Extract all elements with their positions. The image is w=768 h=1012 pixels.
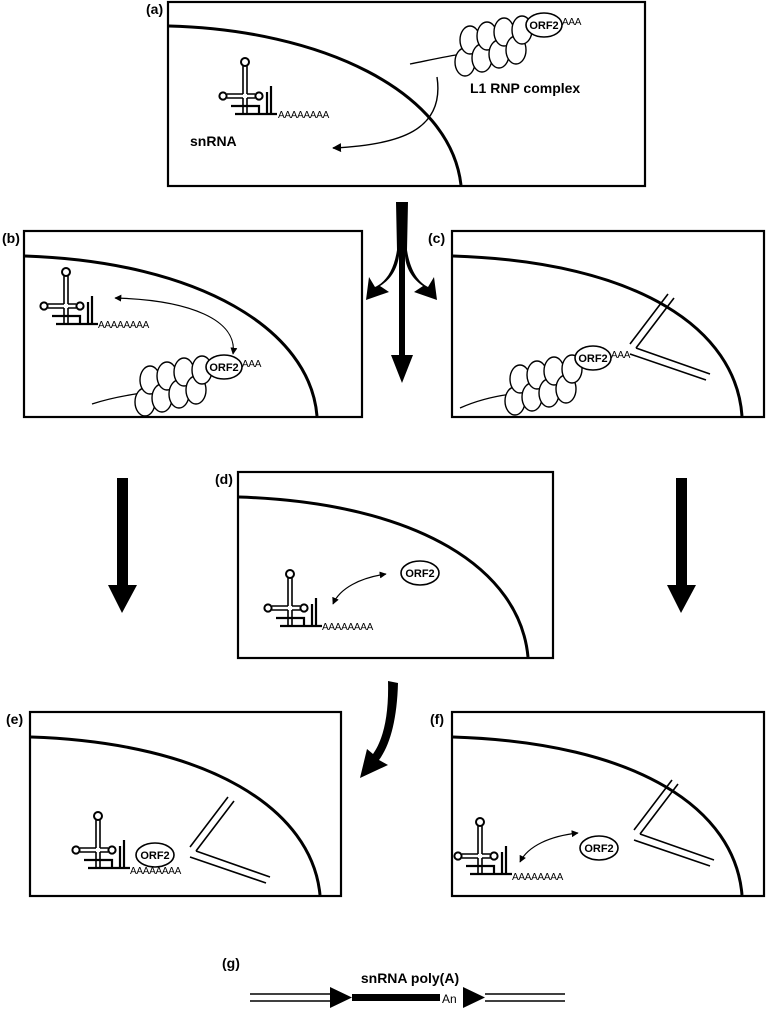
ribosome-cluster (504, 354, 583, 416)
arrow-c-to-f (667, 478, 696, 613)
panel-e-label: (e) (6, 711, 23, 727)
panel-d: (d) AAAAAAAA ORF2 (215, 470, 555, 660)
snrna-gene-body (352, 994, 440, 1001)
l1-rnp-label: L1 RNP complex (470, 80, 580, 96)
snrna-label: snRNA (190, 133, 237, 149)
nuclear-envelope (452, 735, 744, 896)
dna-strands (629, 293, 711, 381)
arrow-d-to-e (360, 681, 398, 778)
nuclear-envelope (30, 735, 322, 896)
flank-right (485, 993, 565, 1002)
snrna-polya-tail: AAAAAAAA (278, 110, 330, 121)
snrna-structure (39, 266, 100, 326)
ribosome-cluster (134, 355, 213, 417)
panel-a: (a) AAAAAAAA snRNA ORF2 AAA L1 RNP compl… (146, 0, 647, 188)
import-arrow (332, 76, 439, 153)
orf2-label: ORF2 (140, 850, 169, 862)
snrna-structure (71, 810, 132, 870)
panel-c-frame (450, 229, 766, 419)
orf2-protein (135, 842, 175, 868)
interaction-arrow (114, 294, 238, 355)
orf2-protein (574, 345, 612, 371)
snrna-polya-tail: AAAAAAAA (130, 866, 182, 877)
orf2-protein (205, 354, 243, 380)
panel-d-label: (d) (215, 471, 233, 487)
panel-a-label: (a) (146, 1, 163, 17)
snrna-polya-tail: AAAAAAAA (322, 622, 374, 633)
interaction-arrow (332, 571, 387, 605)
panel-a-frame (166, 0, 647, 188)
snrna-polya-tail: AAAAAAAA (98, 320, 150, 331)
interaction-arrow (519, 830, 579, 863)
orf2-protein (400, 560, 440, 586)
mrna-polya-tail: AAA (562, 17, 582, 28)
panel-g: (g) snRNA poly(A) An (222, 955, 565, 1008)
nuclear-envelope (168, 24, 463, 186)
orf2-label: ORF2 (578, 353, 607, 365)
mrna-strand (459, 393, 513, 409)
snrna-structure (263, 568, 324, 628)
panel-b: (b) AAAAAAAA ORF2 AAA (2, 229, 364, 419)
arrow-b-to-e (108, 478, 137, 613)
snrna-polya-tail: AAAAAAAA (512, 872, 564, 883)
orf2-label: ORF2 (584, 843, 613, 855)
terminator-arrowhead (463, 987, 485, 1008)
promoter-arrowhead (330, 987, 352, 1008)
mrna-polya-tail: AAA (611, 350, 631, 361)
snrna-polya-gene-label: snRNA poly(A) (361, 970, 459, 986)
panel-b-frame (22, 229, 364, 419)
panel-e-frame (28, 710, 343, 898)
panel-c-label: (c) (428, 230, 445, 246)
orf2-protein (525, 12, 563, 38)
transition-arrows-a (366, 202, 437, 383)
orf2-protein (579, 835, 619, 861)
panel-f-frame (450, 710, 766, 898)
polya-an-label: An (442, 992, 457, 1006)
nuclear-envelope (452, 254, 744, 417)
panel-g-label: (g) (222, 955, 240, 971)
split-arrow (366, 202, 437, 383)
panel-b-label: (b) (2, 230, 20, 246)
side-arrows (108, 478, 696, 613)
orf2-label: ORF2 (405, 568, 434, 580)
nuclear-envelope (238, 495, 530, 658)
mrna-polya-tail: AAA (242, 359, 262, 370)
ribosome-cluster (454, 15, 533, 77)
snrna-structure (218, 56, 279, 116)
panel-d-frame (236, 470, 555, 660)
panel-f-label: (f) (430, 711, 444, 727)
panel-c: (c) ORF2 AAA (428, 229, 766, 419)
panel-f: (f) AAAAAAAA ORF2 (430, 710, 766, 898)
orf2-label: ORF2 (209, 362, 238, 374)
flank-left (250, 993, 330, 1002)
snrna-structure (453, 816, 514, 876)
dna-strands (189, 796, 271, 884)
panel-e: (e) AAAAAAAA ORF2 (6, 710, 343, 898)
mrna-strand (409, 53, 463, 65)
orf2-label: ORF2 (529, 20, 558, 32)
